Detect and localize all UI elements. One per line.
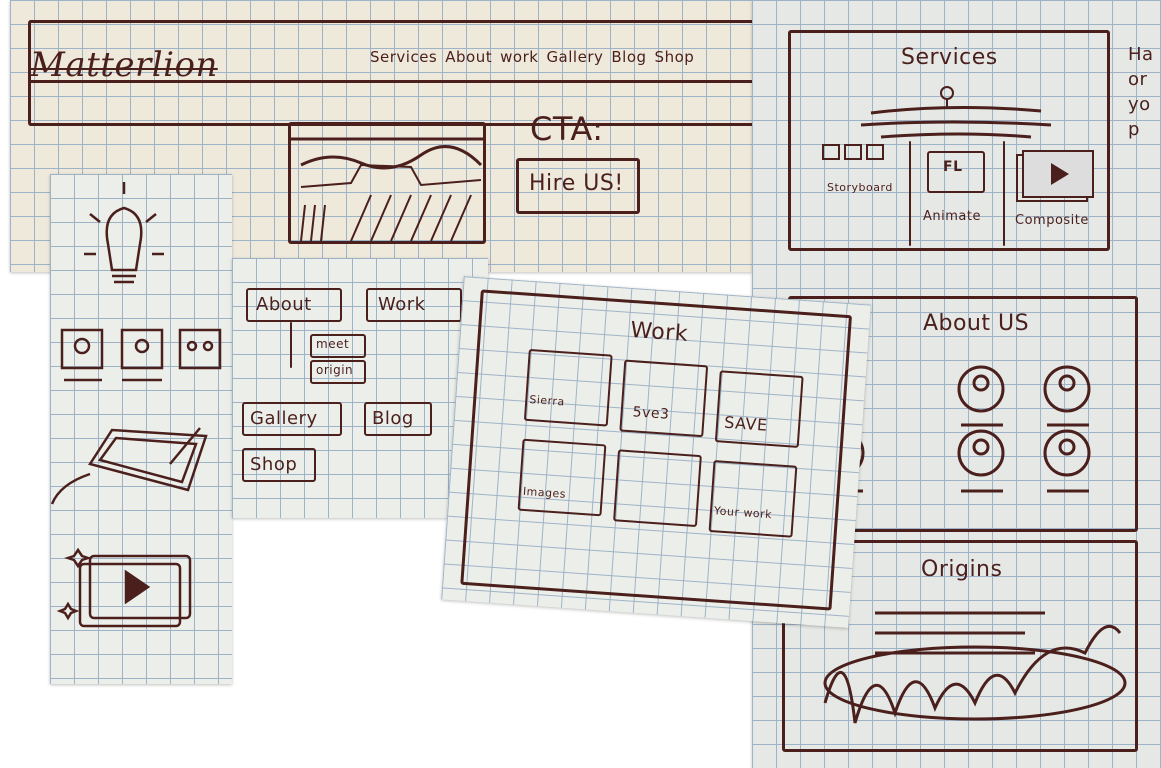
step-composite: Composite <box>1015 213 1089 228</box>
sitemap-meet[interactable]: meet <box>310 334 366 358</box>
sitemap-origin[interactable]: origin <box>310 360 366 384</box>
services-scribble <box>860 86 1052 139</box>
sitemap-blog[interactable]: Blog <box>364 402 432 436</box>
work-tile-5[interactable] <box>613 449 702 528</box>
origins-title: Origins <box>921 557 1003 582</box>
nav-work[interactable]: work <box>500 48 539 66</box>
work-sketch-paper: Work Sierra 5ve3 SAVE Images Your work <box>441 276 871 628</box>
work-tile-4[interactable]: Images <box>517 438 607 517</box>
header-sketch-paper: Matterlion Services About work Gallery B… <box>10 0 752 272</box>
step-storyboard: Storyboard <box>827 181 893 194</box>
composite-play-icon <box>1016 150 1094 202</box>
nav-blog[interactable]: Blog <box>611 48 647 66</box>
cta-label: CTA: <box>530 110 604 148</box>
storyboard-icon <box>822 144 884 160</box>
sitemap-work[interactable]: Work <box>366 288 462 322</box>
logo-text: Matterlion <box>30 45 218 85</box>
icon-sketch-paper <box>50 174 232 684</box>
step-animate: Animate <box>923 209 981 224</box>
origins-section: Origins <box>782 540 1138 752</box>
work-title: Work <box>629 317 689 347</box>
sitemap-sketch-paper: About Work meet origin Gallery Blog Shop <box>232 258 488 518</box>
icon-sketches <box>50 182 222 628</box>
work-tile-1[interactable]: Sierra <box>523 348 613 427</box>
animate-monitor-icon: FL <box>927 151 985 193</box>
nav-bar: Services About work Gallery Blog Shop <box>370 48 694 66</box>
lightbulb-icon <box>105 206 143 272</box>
work-tile-2[interactable]: 5ve3 <box>619 359 709 438</box>
nav-about[interactable]: About <box>445 48 493 66</box>
hero-image-placeholder <box>288 122 486 244</box>
sitemap-about[interactable]: About <box>246 288 342 322</box>
hire-us-label: Hire US! <box>529 171 624 196</box>
sitemap-gallery[interactable]: Gallery <box>242 402 342 436</box>
work-tile-6[interactable]: Your work <box>708 460 798 538</box>
fl-label: FL <box>943 159 963 175</box>
nav-services[interactable]: Services <box>370 48 438 66</box>
side-notes: Ha or yo p <box>1128 44 1154 140</box>
nav-shop[interactable]: Shop <box>654 48 695 66</box>
about-title: About US <box>923 311 1030 336</box>
hire-us-button[interactable]: Hire US! <box>516 158 640 214</box>
sitemap-shop[interactable]: Shop <box>242 448 316 482</box>
origins-signature-scribble <box>823 611 1127 724</box>
tablet-icon <box>88 428 208 492</box>
hero-hatching <box>291 137 483 242</box>
work-tile-3[interactable]: SAVE <box>714 370 804 448</box>
services-section: Services Storyboard FL Animate <box>788 30 1110 251</box>
services-title: Services <box>901 45 998 70</box>
nav-gallery[interactable]: Gallery <box>546 48 604 66</box>
